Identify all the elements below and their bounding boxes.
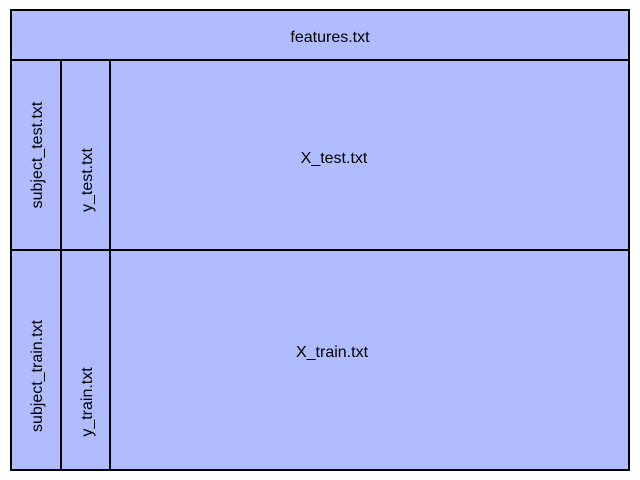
y-test-label: y_test.txt <box>79 147 96 212</box>
subject-train-label: subject_train.txt <box>29 319 46 432</box>
x-test-label: X_test.txt <box>301 150 368 167</box>
data-body-block <box>10 59 630 471</box>
x-train-label: X_train.txt <box>296 344 369 361</box>
features-block <box>10 9 630 61</box>
features-label: features.txt <box>290 29 370 46</box>
y-train-label: y_train.txt <box>79 367 96 437</box>
subject-test-label: subject_test.txt <box>29 101 46 208</box>
